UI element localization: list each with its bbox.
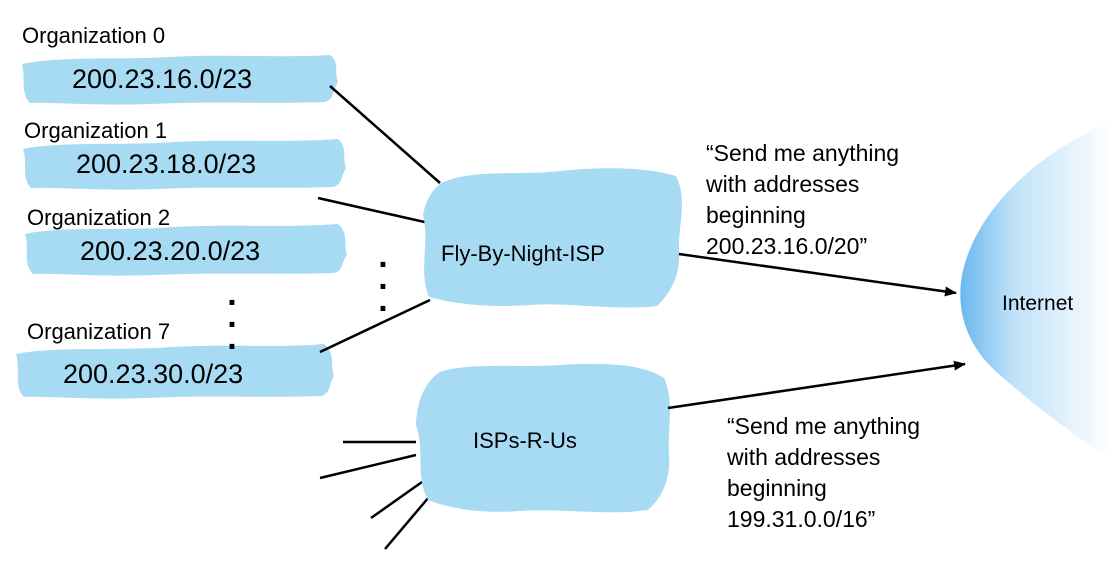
internet-cloud [960, 122, 1112, 458]
org-0-prefix: 200.23.16.0/23 [72, 64, 253, 94]
flybynight-announcement: “Send me anything with addresses beginni… [706, 138, 899, 262]
org-cloud-1 [23, 139, 346, 190]
org-1-prefix: 200.23.18.0/23 [76, 149, 257, 179]
org-7-name: Organization 7 [27, 319, 171, 344]
isprus-announcement-line-3: beginning [727, 475, 827, 501]
flybynight-announcement-line-1: “Send me anything [706, 140, 900, 166]
org-ellipsis-text: . . . [227, 275, 237, 357]
arrow-flybynight-internet [678, 252, 957, 297]
isprus-announcement-line-4: 199.31.0.0/16” [727, 506, 876, 532]
org-ellipsis: . . . [226, 275, 238, 357]
org-1-name: Organization 1 [24, 118, 168, 143]
org-cloud-2 [25, 224, 347, 276]
isprus-announcement: “Send me anything with addresses beginni… [727, 411, 920, 535]
isprus-cloud [416, 363, 670, 513]
link-org1-flybynight [317, 196, 430, 225]
link-org0-flybynight [329, 85, 441, 184]
org-cloud-0 [22, 55, 338, 105]
flybynight-cloud [423, 168, 682, 308]
internet-label: Internet [1002, 292, 1074, 315]
link-org7-flybynight [319, 298, 431, 354]
flybynight-label: Fly-By-Night-ISP [441, 241, 605, 266]
flybynight-announcement-line-3: beginning [706, 202, 806, 228]
link-isprus-stub-4 [384, 496, 430, 550]
flybynight-announcement-line-2: with addresses [706, 171, 860, 197]
isprus-announcement-line-1: “Send me anything [727, 413, 921, 439]
isprus-label: ISPs-R-Us [473, 428, 577, 453]
link-ellipsis: . . . [377, 237, 389, 319]
org-7-prefix: 200.23.30.0/23 [63, 359, 244, 389]
org-0-name: Organization 0 [22, 23, 166, 48]
link-ellipsis-text: . . . [378, 237, 388, 319]
org-cloud-7 [16, 344, 334, 399]
flybynight-announcement-line-4: 200.23.16.0/20” [706, 233, 868, 259]
org-2-prefix: 200.23.20.0/23 [80, 236, 261, 266]
link-isprus-stub-2 [319, 453, 417, 480]
org-2-name: Organization 2 [27, 205, 171, 230]
link-isprus-stub-3 [370, 480, 423, 520]
isprus-announcement-line-2: with addresses [727, 444, 881, 470]
arrow-isprus-internet [667, 360, 966, 410]
